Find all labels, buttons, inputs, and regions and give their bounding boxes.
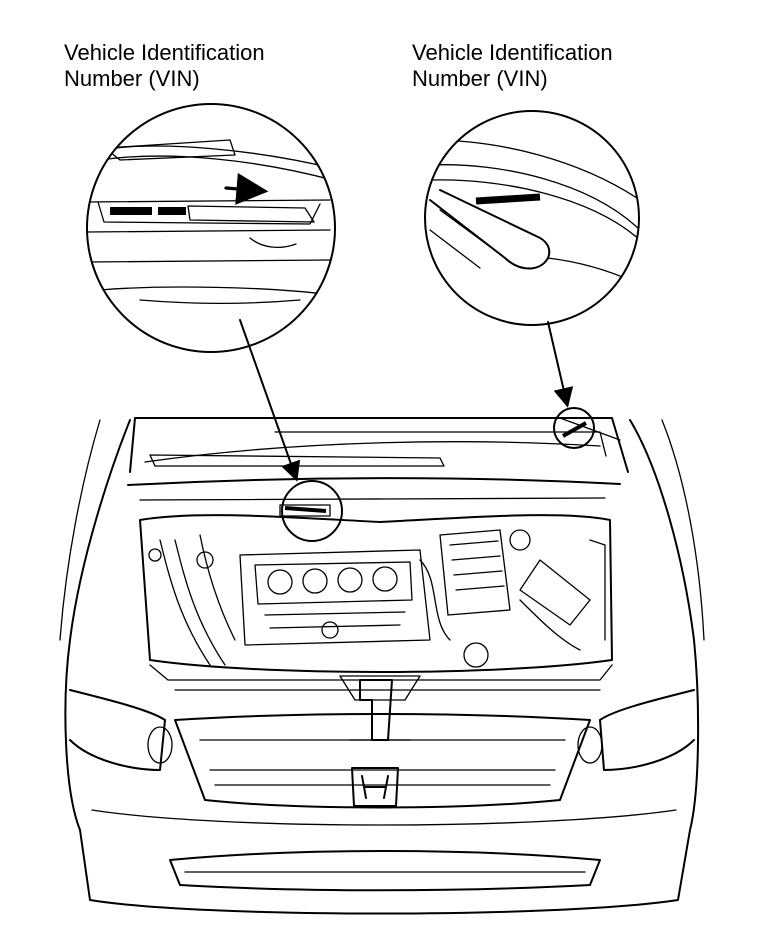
battery <box>439 529 531 668</box>
leader-arrow-left <box>239 319 301 482</box>
raised-hood <box>129 417 629 473</box>
vin-plate-mark-left-2 <box>158 207 186 215</box>
car-front-view <box>59 407 705 915</box>
vin-plate-mark-right <box>475 193 541 205</box>
grille <box>174 713 591 809</box>
vin-spot-circle-left <box>281 480 343 542</box>
honda-emblem-icon <box>351 767 399 807</box>
headlight-right <box>599 689 695 771</box>
leader-arrow-right <box>547 321 574 408</box>
vin-label-right-line1: Vehicle Identification <box>412 40 613 65</box>
vin-spot-circle-right <box>553 407 595 449</box>
vin-label-left-line2: Number (VIN) <box>64 66 200 91</box>
engine-bay <box>139 514 613 673</box>
vin-label-right: Vehicle Identification Number (VIN) <box>412 40 613 92</box>
vin-label-right-line2: Number (VIN) <box>412 66 548 91</box>
lower-grille <box>169 850 601 892</box>
engine-block <box>239 549 431 646</box>
vin-plate-mark-left <box>110 207 152 215</box>
body-outline <box>64 419 700 915</box>
hood-latch <box>359 679 393 741</box>
headlight-left <box>69 689 166 771</box>
detail-circle-right <box>424 110 640 326</box>
engine-hoses <box>148 534 606 666</box>
detail-circle-left <box>86 103 336 353</box>
vin-label-left: Vehicle Identification Number (VIN) <box>64 40 265 92</box>
vin-label-left-line1: Vehicle Identification <box>64 40 265 65</box>
direction-arrow <box>224 172 269 205</box>
